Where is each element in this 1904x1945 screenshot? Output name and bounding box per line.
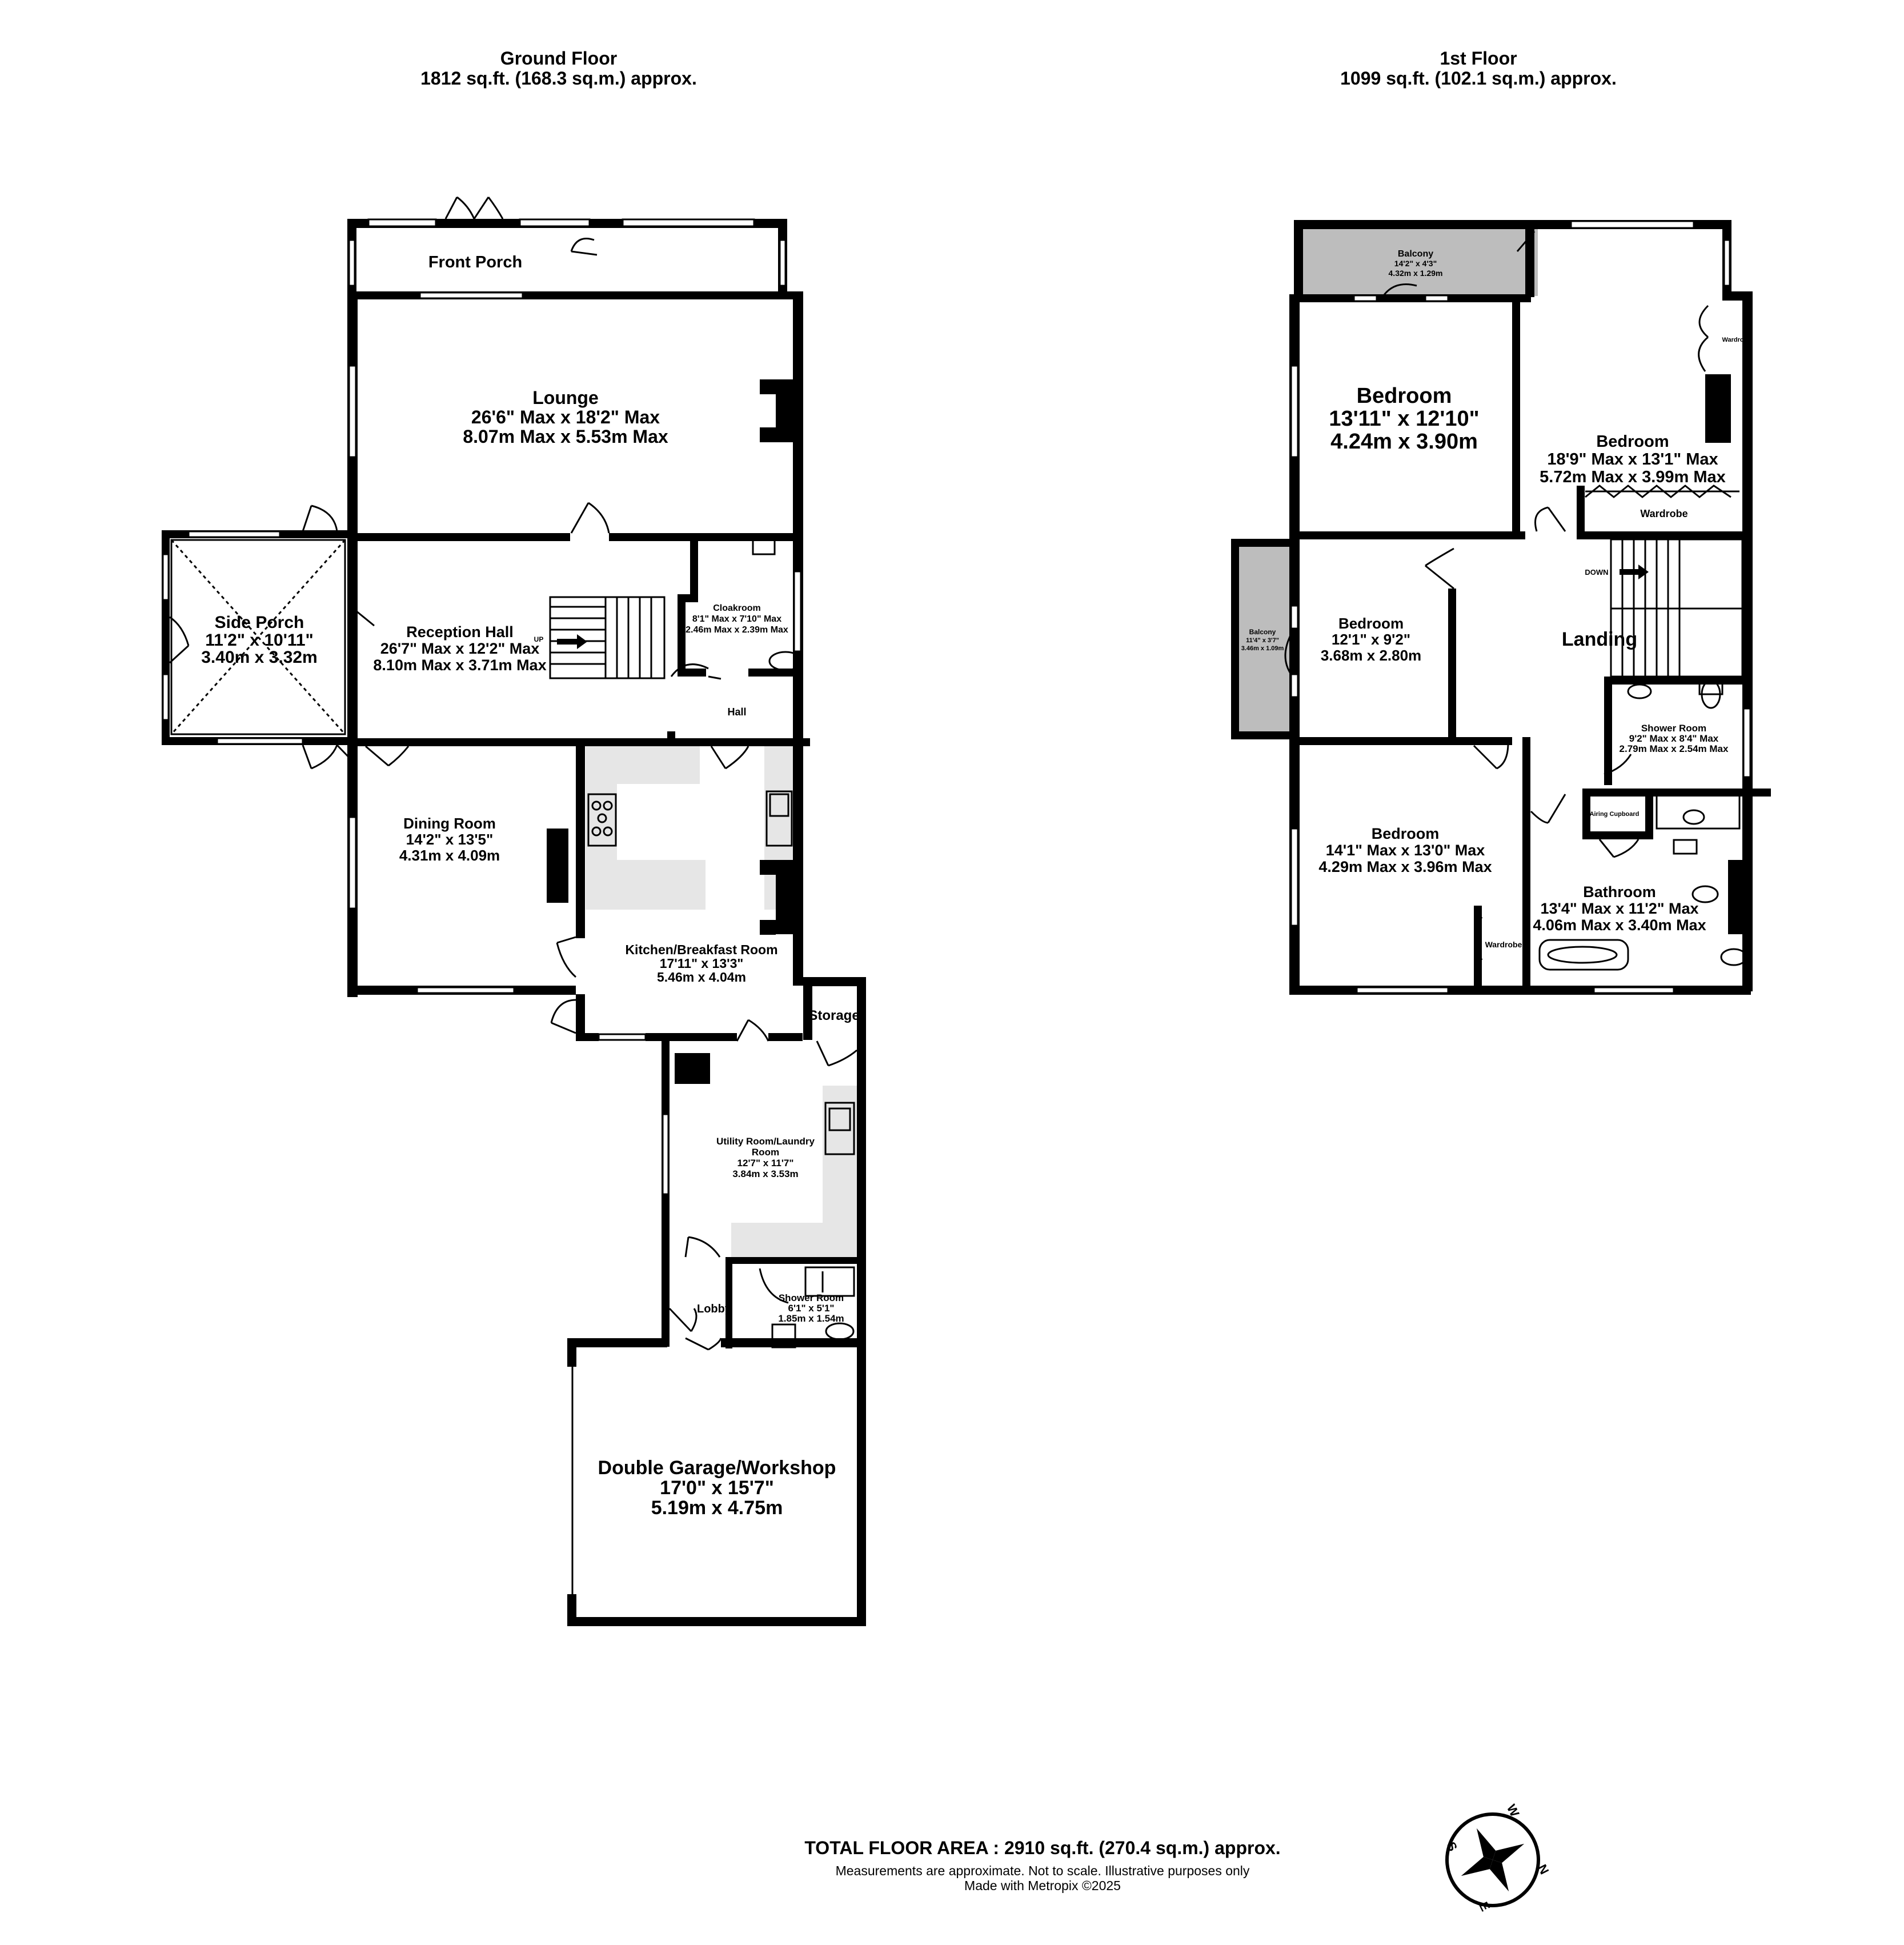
first-floor-area: 1099 sq.ft. (102.1 sq.m.) approx.	[1340, 68, 1617, 89]
lobby-label: Lobby	[697, 1303, 732, 1315]
cloakroom-name: Cloakroom	[713, 603, 761, 613]
landing-label: Landing	[1562, 629, 1637, 650]
lounge-metric: 8.07m Max x 5.53m Max	[463, 426, 668, 447]
balcony-side-metric: 3.46m x 1.09m	[1241, 645, 1284, 652]
balcony-side-area	[1236, 543, 1293, 734]
hall-label: Hall	[727, 706, 746, 718]
storage-label: Storage	[808, 1008, 859, 1023]
garage-name: Double Garage/Workshop	[598, 1457, 836, 1479]
kitchen-metric: 5.46m x 4.04m	[657, 970, 746, 984]
balcony-top-area	[1298, 225, 1538, 296]
credit: Made with Metropix ©2025	[964, 1878, 1121, 1893]
bathroom-name: Bathroom	[1583, 883, 1656, 901]
utility-metric: 3.84m x 3.53m	[732, 1168, 798, 1179]
wardrobe-2-label: Wardrobe	[1722, 337, 1751, 343]
boiler-box	[675, 1053, 710, 1084]
ground-floor-area: 1812 sq.ft. (168.3 sq.m.) approx.	[420, 68, 697, 89]
balcony-side-imperial: 11'4" x 3'7"	[1246, 637, 1279, 644]
boiler-label: B	[685, 1056, 700, 1082]
bedroom-2-name: Bedroom	[1596, 433, 1669, 451]
compass-icon	[1445, 1812, 1540, 1907]
airing-cupboard-label: Airing Cupboard	[1590, 811, 1640, 818]
garage-imperial: 17'0" x 15'7"	[660, 1477, 774, 1499]
balcony-top-metric: 4.32m x 1.29m	[1389, 269, 1443, 278]
dining-room-imperial: 14'2" x 13'5"	[406, 831, 494, 848]
dining-room-metric: 4.31m x 4.09m	[399, 847, 500, 864]
side-porch-metric: 3.40m x 3.32m	[201, 648, 317, 667]
first-stairs-down-label: DOWN	[1585, 568, 1608, 577]
kitchen-island	[617, 860, 706, 910]
wardrobe-3-label: Wardrobe	[1485, 940, 1522, 949]
first-floor-plan: DOWN	[1231, 220, 1771, 995]
ground-floor-title: Ground Floor	[500, 48, 617, 69]
cloakroom-imperial: 8'1" Max x 7'10" Max	[692, 614, 781, 624]
ground-shower-metric: 1.85m x 1.54m	[778, 1313, 844, 1324]
kitchen-imperial: 17'11" x 13'3"	[660, 956, 744, 971]
ground-shower-imperial: 6'1" x 5'1"	[788, 1303, 835, 1314]
ground-floor-plan: UP	[162, 196, 866, 1626]
kitchen-name: Kitchen/Breakfast Room	[625, 942, 777, 957]
cloakroom-metric: 2.46m Max x 2.39m Max	[686, 625, 788, 635]
disclaimer: Measurements are approximate. Not to sca…	[836, 1863, 1250, 1878]
balcony-top-imperial: 14'2" x 4'3"	[1394, 259, 1437, 268]
first-shower-metric: 2.79m Max x 2.54m Max	[1620, 743, 1729, 754]
bedroom-3-imperial: 12'1" x 9'2"	[1332, 631, 1410, 648]
ground-stairs	[549, 596, 666, 679]
bedroom-1-metric: 4.24m x 3.90m	[1330, 430, 1478, 454]
bedroom-3-metric: 3.68m x 2.80m	[1321, 647, 1421, 664]
reception-hall-name: Reception Hall	[406, 623, 514, 641]
total-floor-area: TOTAL FLOOR AREA : 2910 sq.ft. (270.4 sq…	[804, 1838, 1280, 1858]
dining-room-name: Dining Room	[403, 815, 496, 832]
lounge-imperial: 26'6" Max x 18'2" Max	[471, 407, 660, 427]
balcony-top-name: Balcony	[1398, 249, 1433, 259]
lounge-name: Lounge	[532, 387, 599, 408]
utility-name-line-1: Utility Room/Laundry	[716, 1136, 815, 1147]
bedroom-4-imperial: 14'1" Max x 13'0" Max	[1326, 842, 1485, 859]
reception-hall-imperial: 26'7" Max x 12'2" Max	[380, 640, 540, 657]
bedroom-4-metric: 4.29m Max x 3.96m Max	[1318, 858, 1492, 875]
utility-counter-bottom	[731, 1223, 857, 1257]
bedroom-2-metric: 5.72m Max x 3.99m Max	[1540, 468, 1726, 486]
utility-name-line-2: Room	[752, 1147, 779, 1158]
bedroom-1-name: Bedroom	[1357, 384, 1452, 408]
ground-shower-name: Shower Room	[779, 1292, 844, 1303]
bedroom-1-imperial: 13'11" x 12'10"	[1329, 407, 1479, 431]
ground-stairs-up-label: UP	[534, 635, 544, 643]
first-stairs	[1610, 538, 1743, 678]
wardrobe-1-label: Wardrobe	[1640, 508, 1687, 519]
front-porch-label: Front Porch	[428, 253, 522, 271]
bedroom-2-imperial: 18'9" Max x 13'1" Max	[1547, 450, 1718, 469]
bathroom-imperial: 13'4" Max x 11'2" Max	[1540, 900, 1698, 917]
bedroom-3-name: Bedroom	[1338, 615, 1404, 632]
reception-hall-metric: 8.10m Max x 3.71m Max	[373, 657, 546, 674]
kitchen-counter-left	[586, 744, 617, 910]
first-shower-imperial: 9'2" Max x 8'4" Max	[1629, 733, 1719, 744]
utility-imperial: 12'7" x 11'7"	[737, 1158, 794, 1168]
balcony-side-name: Balcony	[1249, 628, 1276, 636]
first-shower-name: Shower Room	[1641, 723, 1706, 734]
bedroom-4-name: Bedroom	[1372, 825, 1440, 842]
bathroom-metric: 4.06m Max x 3.40m Max	[1533, 917, 1706, 934]
side-porch-name: Side Porch	[215, 613, 304, 632]
first-floor-title: 1st Floor	[1440, 48, 1517, 69]
garage-metric: 5.19m x 4.75m	[651, 1497, 783, 1519]
side-porch-imperial: 11'2" x 10'11"	[205, 631, 314, 650]
